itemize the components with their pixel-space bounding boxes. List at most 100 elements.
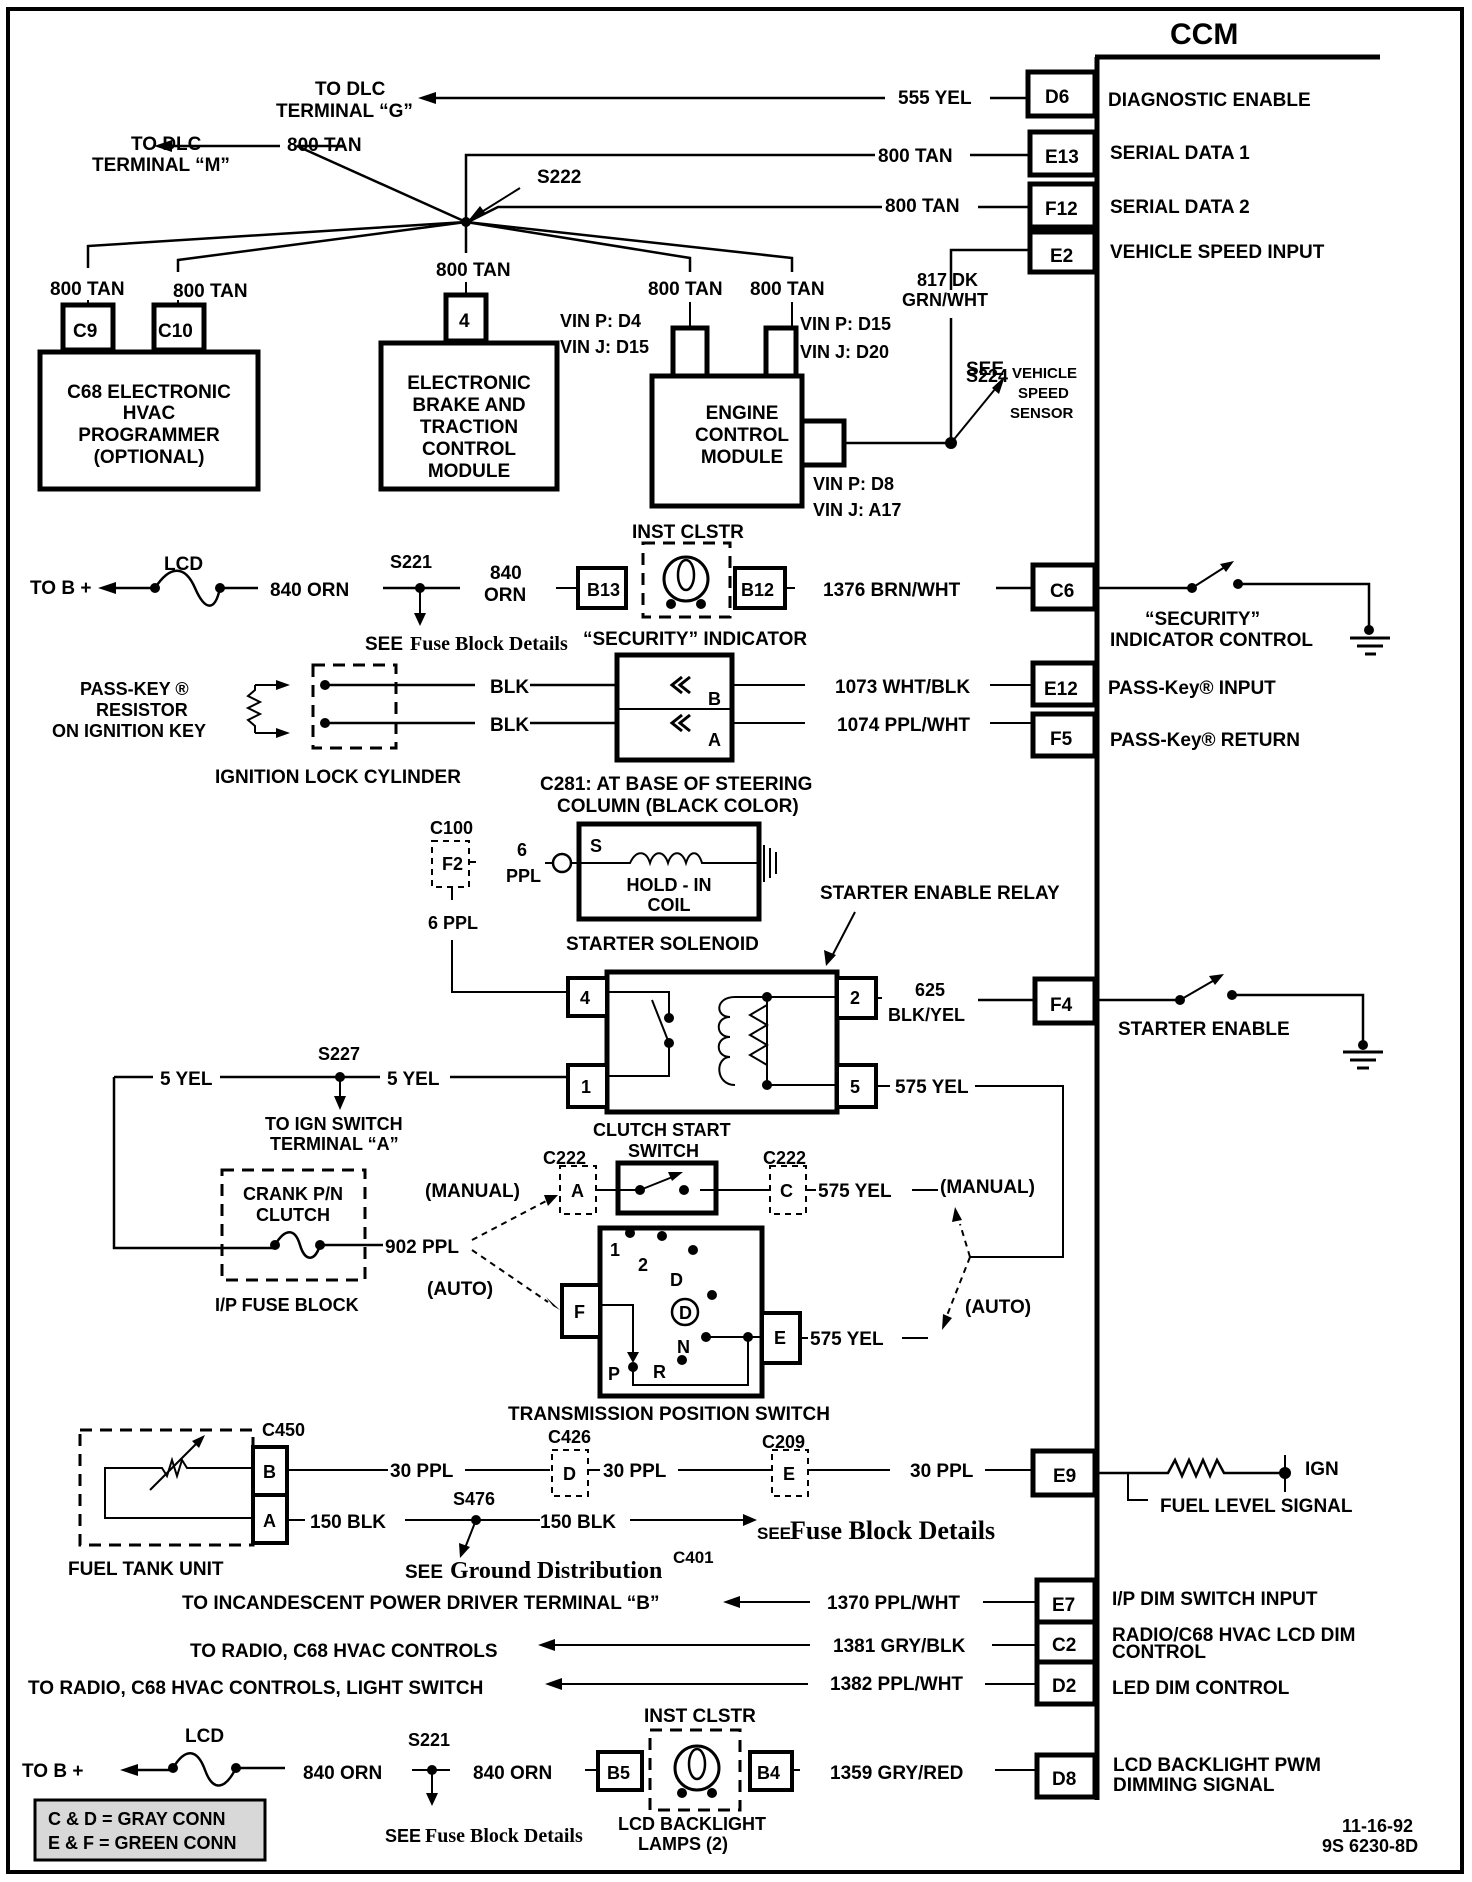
security-see: SEE [365, 634, 403, 655]
to-dlc-m-2: TERMINAL “M” [92, 155, 230, 176]
ecm-pin3-vin-p: VIN P: D8 [813, 474, 894, 494]
svg-text:E7: E7 [1052, 1595, 1075, 1616]
ccm-label-radio-lcd-dim-2: CONTROL [1112, 1642, 1206, 1663]
backlight-lamps-1: LCD BACKLIGHT [618, 1814, 766, 1834]
ccm-pin-f4: F4 [1032, 976, 1098, 1026]
c209-pin-e [771, 1449, 809, 1497]
ccm-pin-f5: F5 [1030, 711, 1098, 759]
svg-text:MODULE: MODULE [701, 447, 783, 468]
svg-text:COIL: COIL [648, 895, 691, 915]
svg-text:C10: C10 [158, 321, 193, 342]
wire-to-c10 [176, 220, 467, 272]
ccm-pin-e13: E13 [1027, 129, 1098, 178]
wire-label-5-yel-1: 5 YEL [160, 1069, 213, 1090]
ccm-pin-c2: C2 [1034, 1619, 1098, 1665]
c281-pin-b: B [708, 689, 721, 709]
wire-label-1074: 1074 PPL/WHT [837, 715, 970, 736]
wire-label-800-tan-dlc-m: 800 TAN [287, 135, 362, 156]
wire-label-blk-yel: BLK/YEL [888, 1005, 965, 1025]
security-wire-840-orn: 840 ORN [270, 580, 349, 601]
tps-label: TRANSMISSION POSITION SWITCH [508, 1404, 830, 1425]
ccm-label-security: “SECURITY” [1145, 609, 1260, 630]
passkey-resistor-2: RESISTOR [96, 700, 188, 720]
wire-label-625: 625 [915, 980, 945, 1000]
svg-text:B: B [263, 1462, 276, 1482]
wire-label-c10: 800 TAN [173, 281, 248, 302]
security-fuse-label: LCD [164, 554, 203, 575]
ccm-pin-c6: C6 [1030, 562, 1098, 612]
security-wire-840: 840 [490, 563, 522, 584]
svg-text:4: 4 [580, 988, 590, 1008]
svg-text:B13: B13 [587, 580, 620, 600]
diagram-border [6, 7, 1464, 1874]
wire-label-5-yel-2: 5 YEL [387, 1069, 440, 1090]
fuel-sender-resistor [104, 1456, 253, 1519]
splice-label-s221: S221 [390, 552, 432, 572]
wire-label-c9: 800 TAN [50, 279, 125, 300]
ccm-title: CCM [1170, 18, 1238, 51]
relay-pin-4: 4 [566, 976, 609, 1018]
svg-text:PROGRAMMER: PROGRAMMER [78, 425, 220, 446]
passkey-resistor-icon [245, 684, 278, 734]
to-ign-switch-1: TO IGN SWITCH [265, 1114, 403, 1134]
security-to-b: TO B + [30, 578, 91, 599]
ignition-lock-cylinder-box [311, 663, 398, 750]
svg-text:E: E [774, 1328, 786, 1348]
ecm-pin1-vin-p: VIN P: D4 [560, 311, 641, 331]
ccm-label-ip-dim-switch: I/P DIM SWITCH INPUT [1112, 1589, 1318, 1610]
ecm-pin-2 [763, 325, 799, 379]
c281-connector-box [614, 652, 735, 763]
fuel-see-fuse-block: Fuse Block Details [790, 1516, 995, 1545]
ignition-lock-cylinder-label: IGNITION LOCK CYLINDER [215, 767, 461, 788]
c281-pin-a: A [708, 730, 721, 750]
wire-label-1381: 1381 GRY/BLK [833, 1636, 966, 1657]
ccm-label-indicator-control: INDICATOR CONTROL [1110, 630, 1313, 651]
clutch-label-1: CLUTCH START [593, 1120, 731, 1140]
vss-target-2: SPEED [1018, 385, 1069, 402]
wire-to-c9 [86, 220, 467, 268]
wire-label-30-ppl-1: 30 PPL [390, 1461, 454, 1482]
fuel-see: SEE [757, 1524, 791, 1543]
ecm-pin1-vin-j: VIN J: D15 [560, 337, 649, 357]
backlight-cluster-dashed-box [648, 1728, 742, 1812]
c100-label: C100 [430, 818, 473, 838]
svg-text:BRAKE AND: BRAKE AND [412, 395, 525, 416]
wire-to-ecm-2 [465, 220, 794, 272]
relay-pin-2: 2 [835, 976, 878, 1020]
svg-text:2: 2 [638, 1255, 648, 1275]
relay-pin-5: 5 [835, 1063, 878, 1109]
svg-text:(OPTIONAL): (OPTIONAL) [94, 447, 205, 468]
wire-to-ecm-1 [465, 220, 692, 272]
manual-label-left: (MANUAL) [425, 1181, 520, 1202]
svg-text:ENGINE: ENGINE [706, 403, 779, 424]
clutch-start-switch-box [615, 1160, 719, 1216]
relay-pin-1: 1 [566, 1063, 609, 1109]
wire-label-902-ppl: 902 PPL [385, 1237, 459, 1258]
crank-fuse-icon [273, 1231, 322, 1259]
ccm-label-vehicle-speed-input: VEHICLE SPEED INPUT [1110, 242, 1325, 263]
hvac-pin-c10: C10 [151, 302, 207, 353]
auto-label-left: (AUTO) [427, 1279, 493, 1300]
ccm-pin-e12: E12 [1030, 660, 1098, 708]
backlight-see-fuse-block: Fuse Block Details [425, 1825, 583, 1847]
relay-resistor-icon [748, 1004, 769, 1078]
svg-text:B12: B12 [741, 580, 774, 600]
c401-label: C401 [673, 1548, 714, 1567]
ground-icon [1343, 1050, 1383, 1070]
overdrive-d-icon [670, 1297, 700, 1327]
svg-text:E12: E12 [1044, 679, 1078, 700]
wire-800-tan-e13 [464, 153, 1030, 222]
wire-label-30-ppl-3: 30 PPL [910, 1461, 974, 1482]
tps-pin-f: F [560, 1283, 602, 1339]
to-dlc-g-2: TERMINAL “G” [276, 101, 413, 122]
ccm-label-passkey-return: PASS-Key® RETURN [1110, 730, 1300, 751]
starter-wire-ppl: PPL [506, 866, 541, 886]
svg-text:F4: F4 [1050, 995, 1073, 1016]
fuel-pin-b: B [251, 1445, 289, 1497]
ccm-pin-e7: E7 [1034, 1577, 1098, 1625]
fuel-level-resistor-icon [1095, 1456, 1285, 1480]
c450-label: C450 [262, 1420, 305, 1440]
ccm-pin-d6: D6 [1025, 69, 1098, 119]
fuel-pin-a: A [251, 1493, 289, 1545]
